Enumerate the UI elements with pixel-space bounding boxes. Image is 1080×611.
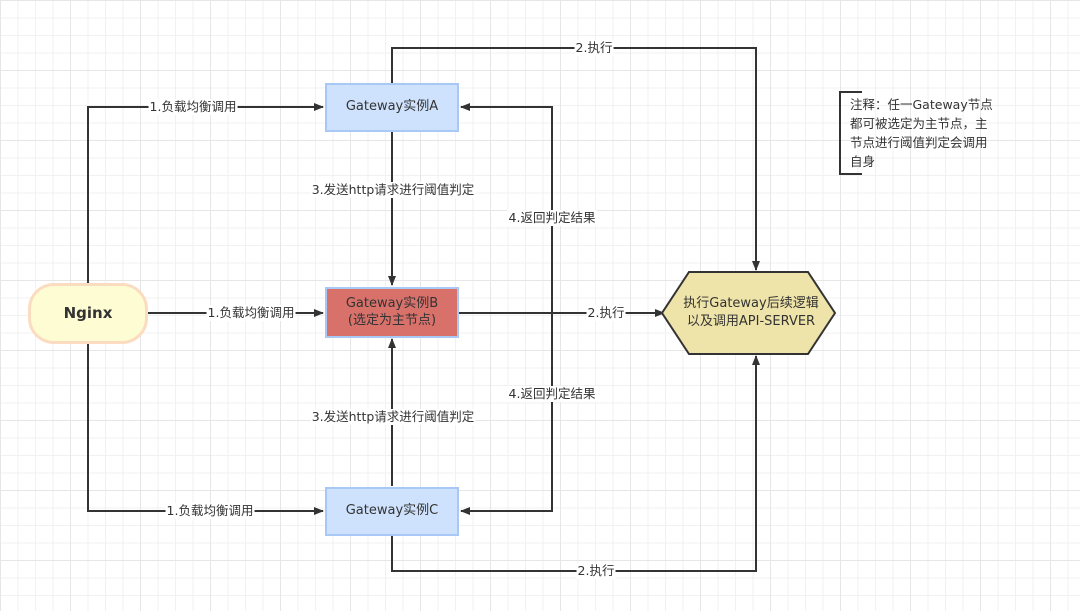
executor-hexagon[interactable]: [660, 271, 837, 355]
executor-label-line1: 执行Gateway后续逻辑: [683, 296, 819, 312]
edge-label-c-to-exec: 2.执行: [576, 563, 616, 579]
note-line-1: 注释：任一Gateway节点: [850, 97, 993, 112]
note-line-3: 节点进行阈值判定会调用: [850, 135, 988, 150]
edge-label-nginx-to-c: 1.负载均衡调用: [165, 503, 255, 519]
edge-b-to-c: [460, 313, 553, 515]
edge-label-b-to-exec: 2.执行: [586, 305, 626, 321]
gateway-a-node[interactable]: Gateway实例A: [325, 83, 459, 132]
gateway-c-node[interactable]: Gateway实例C: [325, 487, 459, 536]
edge-nginx-to-a: [87, 103, 324, 283]
gateway-c-label: Gateway实例C: [345, 503, 439, 519]
nginx-node[interactable]: Nginx: [28, 283, 148, 344]
edge-label-a-to-b: 3.发送http请求进行阈值判定: [310, 182, 476, 198]
note-bracket: [839, 91, 862, 175]
edge-c-to-exec: [391, 355, 760, 572]
note-line-2: 都可被选定为主节点，主: [850, 116, 988, 131]
executor-label-line2: 以及调用API-SERVER: [686, 314, 816, 329]
gateway-b-label-line1: Gateway实例B: [345, 295, 439, 311]
edge-nginx-to-c: [87, 344, 324, 515]
edge-label-nginx-to-b: 1.负载均衡调用: [206, 305, 296, 321]
edge-b-to-a: [460, 103, 553, 313]
edge-label-a-to-exec: 2.执行: [574, 40, 614, 56]
note-line-4: 自身: [850, 154, 876, 169]
gateway-b-label-line2: (选定为主节点): [347, 312, 437, 328]
edge-a-to-exec: [391, 47, 760, 271]
gateway-a-label: Gateway实例A: [345, 99, 439, 115]
gateway-b-node[interactable]: Gateway实例B (选定为主节点): [325, 287, 459, 338]
edge-label-c-to-b: 3.发送http请求进行阈值判定: [310, 409, 476, 425]
annotation-note: 注释：任一Gateway节点 都可被选定为主节点，主 节点进行阈值判定会调用 自…: [850, 95, 1035, 171]
edge-label-nginx-to-a: 1.负载均衡调用: [148, 99, 238, 115]
nginx-label: Nginx: [63, 303, 113, 322]
edge-label-b-to-c: 4.返回判定结果: [507, 386, 597, 402]
edge-label-b-to-a: 4.返回判定结果: [507, 210, 597, 226]
executor-node-text: 执行Gateway后续逻辑 以及调用API-SERVER: [666, 272, 836, 354]
